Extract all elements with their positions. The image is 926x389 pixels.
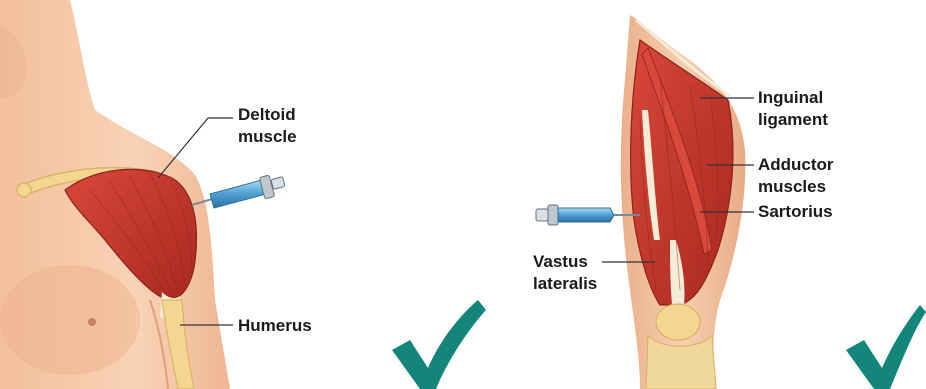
- label-deltoid-line2: muscle: [238, 127, 297, 146]
- label-sartorius: Sartorius: [758, 202, 833, 221]
- nipple: [88, 318, 96, 326]
- label-vastus-line1: Vastus: [533, 252, 588, 271]
- syringe-icon: [192, 175, 285, 208]
- thigh-illustration: [621, 15, 746, 389]
- label-adductor-line1: Adductor: [758, 155, 834, 174]
- clavicle-end: [17, 183, 31, 197]
- shoulder-illustration: [0, 0, 230, 389]
- label-vastus-line2: lateralis: [533, 274, 597, 293]
- checkmark-icon: [392, 300, 486, 389]
- label-humerus: Humerus: [238, 316, 312, 335]
- label-inguinal-line1: Inguinal: [758, 88, 823, 107]
- chest-shading: [0, 265, 140, 375]
- patella-bone: [656, 304, 700, 340]
- label-inguinal-line2: ligament: [758, 110, 828, 129]
- label-adductor-line2: muscles: [758, 177, 826, 196]
- label-deltoid-line1: Deltoid: [238, 105, 296, 124]
- checkmark-icon-right: [846, 305, 926, 389]
